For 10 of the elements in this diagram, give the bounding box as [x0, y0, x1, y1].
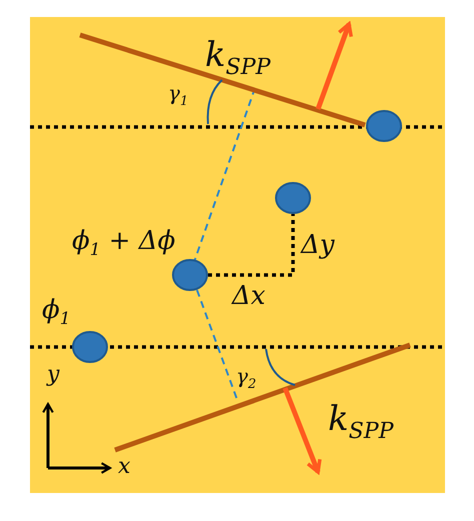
phase-label: ϕ$_{1}$ [42, 297, 70, 328]
wave-vector-label: k$_{SPP}$ [328, 402, 394, 442]
axis-label: x [118, 456, 130, 478]
angle-label: γ$_{2}$ [236, 366, 256, 391]
axis-label: y [47, 364, 60, 386]
angle-label: γ$_{1}$ [168, 83, 188, 108]
displacement-label: Δy [301, 232, 334, 258]
phase-label: ϕ$_{1}$ + Δϕ [72, 228, 176, 258]
displacement-label: Δx [232, 283, 266, 309]
wave-vector-label: k$_{SPP}$ [205, 38, 270, 78]
